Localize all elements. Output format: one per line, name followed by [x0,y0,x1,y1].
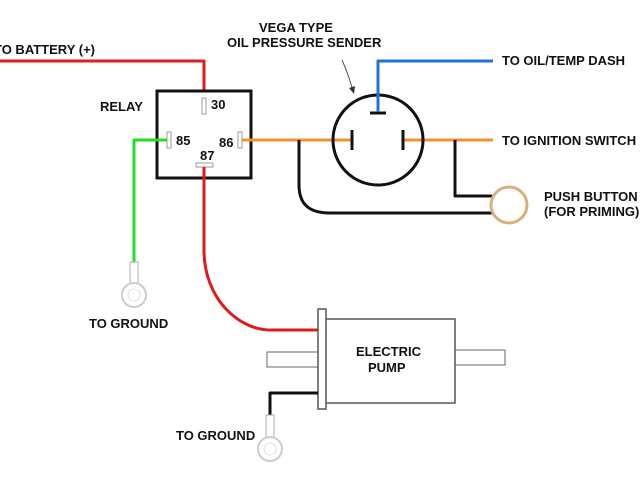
ground-label-pump: TO GROUND [176,428,255,443]
dash-wire [376,59,493,112]
battery-wire [0,59,206,96]
pump-label-line1: ELECTRIC [356,344,422,359]
oil-dash-label: TO OIL/TEMP DASH [502,53,625,68]
sender-label-line2: OIL PRESSURE SENDER [227,35,382,50]
ground-ring-relay-hole [127,288,141,302]
relay-pin-86-terminal [237,131,243,149]
battery-label: TO BATTERY (+) [0,42,95,57]
push-button-wire-top [453,140,492,198]
relay-label: RELAY [100,99,143,114]
pump-ground-wire [268,391,318,415]
pump-power-wire [202,167,318,332]
sender-pointer-arrow [341,59,354,93]
relay-pin-87-terminal [195,162,214,168]
relay-pin-30-terminal [201,97,207,115]
relay-pin-30-label: 30 [211,97,225,112]
ground-terminal-pump [265,414,275,438]
sender-pointer-head [349,86,355,94]
pump-end-cap [317,308,327,410]
ignition-label: TO IGNITION SWITCH [502,133,636,148]
relay-pin-85-terminal [166,131,172,149]
ground-ring-relay [121,282,147,308]
ground-label-relay: TO GROUND [89,316,168,331]
sender-label-line1: VEGA TYPE [259,20,333,35]
relay-pin-87-label: 87 [200,148,214,163]
push-button-label-line1: PUSH BUTTON [544,189,638,204]
push-button [489,185,529,225]
ground-ring-pump-hole [263,442,277,456]
pump-outlet-pipe [454,349,506,366]
ground-ring-pump [257,436,283,462]
push-button-wire-bottom [297,140,492,215]
relay-ground-wire [132,138,167,262]
push-button-label-line2: (FOR PRIMING) [544,204,639,219]
pump-label-line2: PUMP [368,360,406,375]
ground-terminal-relay [129,261,139,285]
pump-inlet-pipe [266,351,319,368]
relay-pin-86-label: 86 [219,135,233,150]
relay-pin-85-label: 85 [176,133,190,148]
